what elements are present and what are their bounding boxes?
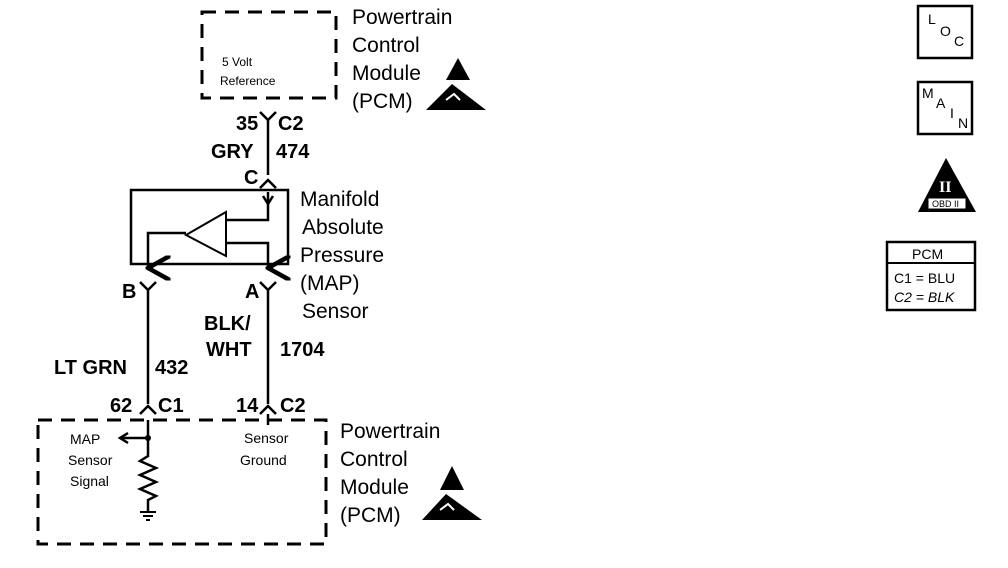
obd-ii-icon: II OBD II	[918, 158, 976, 212]
pcm-bottom-box	[36, 418, 328, 546]
sensor-name-2: Absolute	[302, 216, 384, 239]
right-wire: BLK/ WHT 1704 14 C2	[204, 290, 325, 417]
main-icon: M A I N	[916, 80, 974, 136]
ground-label-2: Ground	[240, 452, 287, 468]
pcm-top-ref-label-1: 5 Volt	[222, 55, 253, 69]
top-wire-color: GRY	[211, 141, 254, 163]
sensor-box	[129, 188, 290, 266]
main-letter-n: N	[958, 115, 968, 131]
esd-warning-icon	[422, 466, 482, 520]
pcm-bottom-name-3: Module	[340, 476, 409, 499]
loc-letter-l: L	[928, 11, 936, 27]
pcm-bottom-name-1: Powertrain	[340, 420, 440, 443]
top-pin-number: 35	[236, 113, 258, 135]
loc-icon: L O C	[916, 4, 974, 60]
sensor-name-1: Manifold	[300, 188, 379, 211]
pcm-top-ref-label-2: Reference	[220, 74, 276, 88]
pcm-bottom-name-2: Control	[340, 448, 408, 471]
pcm-table-title: PCM	[912, 246, 943, 262]
sensor-terminal-a: A	[245, 281, 259, 303]
pcm-table-row-1: C1 = BLU	[894, 270, 955, 286]
right-pin-number: 14	[236, 395, 259, 417]
pcm-top-name-4: (PCM)	[352, 90, 413, 113]
right-wire-circuit: 1704	[280, 339, 325, 361]
left-wire: LT GRN 432 62 C1	[54, 290, 188, 417]
right-wire-color-1: BLK/	[204, 313, 251, 335]
esd-warning-icon	[426, 58, 486, 110]
loc-letter-c: C	[954, 33, 964, 49]
sensor-name-5: Sensor	[302, 300, 369, 323]
obd-label: OBD II	[932, 199, 959, 209]
left-connector-id: C1	[158, 395, 184, 417]
pcm-bottom: MAP Sensor Signal Sensor Ground Powertra…	[36, 414, 482, 546]
pcm-top-name-3: Module	[352, 62, 421, 85]
ground-label-1: Sensor	[244, 430, 289, 446]
loc-letter-o: O	[940, 23, 951, 39]
pcm-connector-table: PCM C1 = BLU C2 = BLK	[885, 240, 977, 312]
right-connector-id: C2	[280, 395, 306, 417]
main-letter-a: A	[936, 95, 946, 111]
sensor-name-4: (MAP)	[300, 272, 360, 295]
ground-icon	[140, 511, 156, 521]
pcm-bottom-name-4: (PCM)	[340, 504, 401, 527]
left-pin-number: 62	[110, 395, 132, 417]
pcm-top-name-2: Control	[352, 34, 420, 57]
sensor-name-3: Pressure	[300, 244, 384, 267]
top-connector: 35 C2 GRY 474 C	[211, 111, 310, 189]
left-wire-circuit: 432	[155, 357, 188, 379]
pcm-top: 5 Volt Reference Powertrain Control Modu…	[200, 6, 486, 113]
map-sensor: Manifold Absolute Pressure (MAP) Sensor	[129, 188, 384, 323]
resistor-symbol	[136, 440, 160, 512]
right-wire-color-2: WHT	[206, 339, 252, 361]
sensor-terminal-c: C	[244, 167, 258, 189]
signal-label-2: Sensor	[68, 452, 113, 468]
main-letter-i: I	[950, 105, 954, 121]
pcm-top-name-1: Powertrain	[352, 6, 452, 29]
pcm-top-box	[200, 10, 338, 100]
signal-label-3: Signal	[70, 473, 109, 489]
obd-numeral: II	[939, 179, 951, 196]
top-connector-id: C2	[278, 113, 304, 135]
pcm-table-row-2: C2 = BLK	[894, 289, 955, 305]
top-wire-circuit: 474	[276, 141, 310, 163]
amplifier-symbol	[183, 210, 227, 258]
main-letter-m: M	[922, 85, 934, 101]
sensor-terminal-b: B	[122, 281, 136, 303]
left-wire-color: LT GRN	[54, 357, 127, 379]
signal-label-1: MAP	[70, 431, 100, 447]
